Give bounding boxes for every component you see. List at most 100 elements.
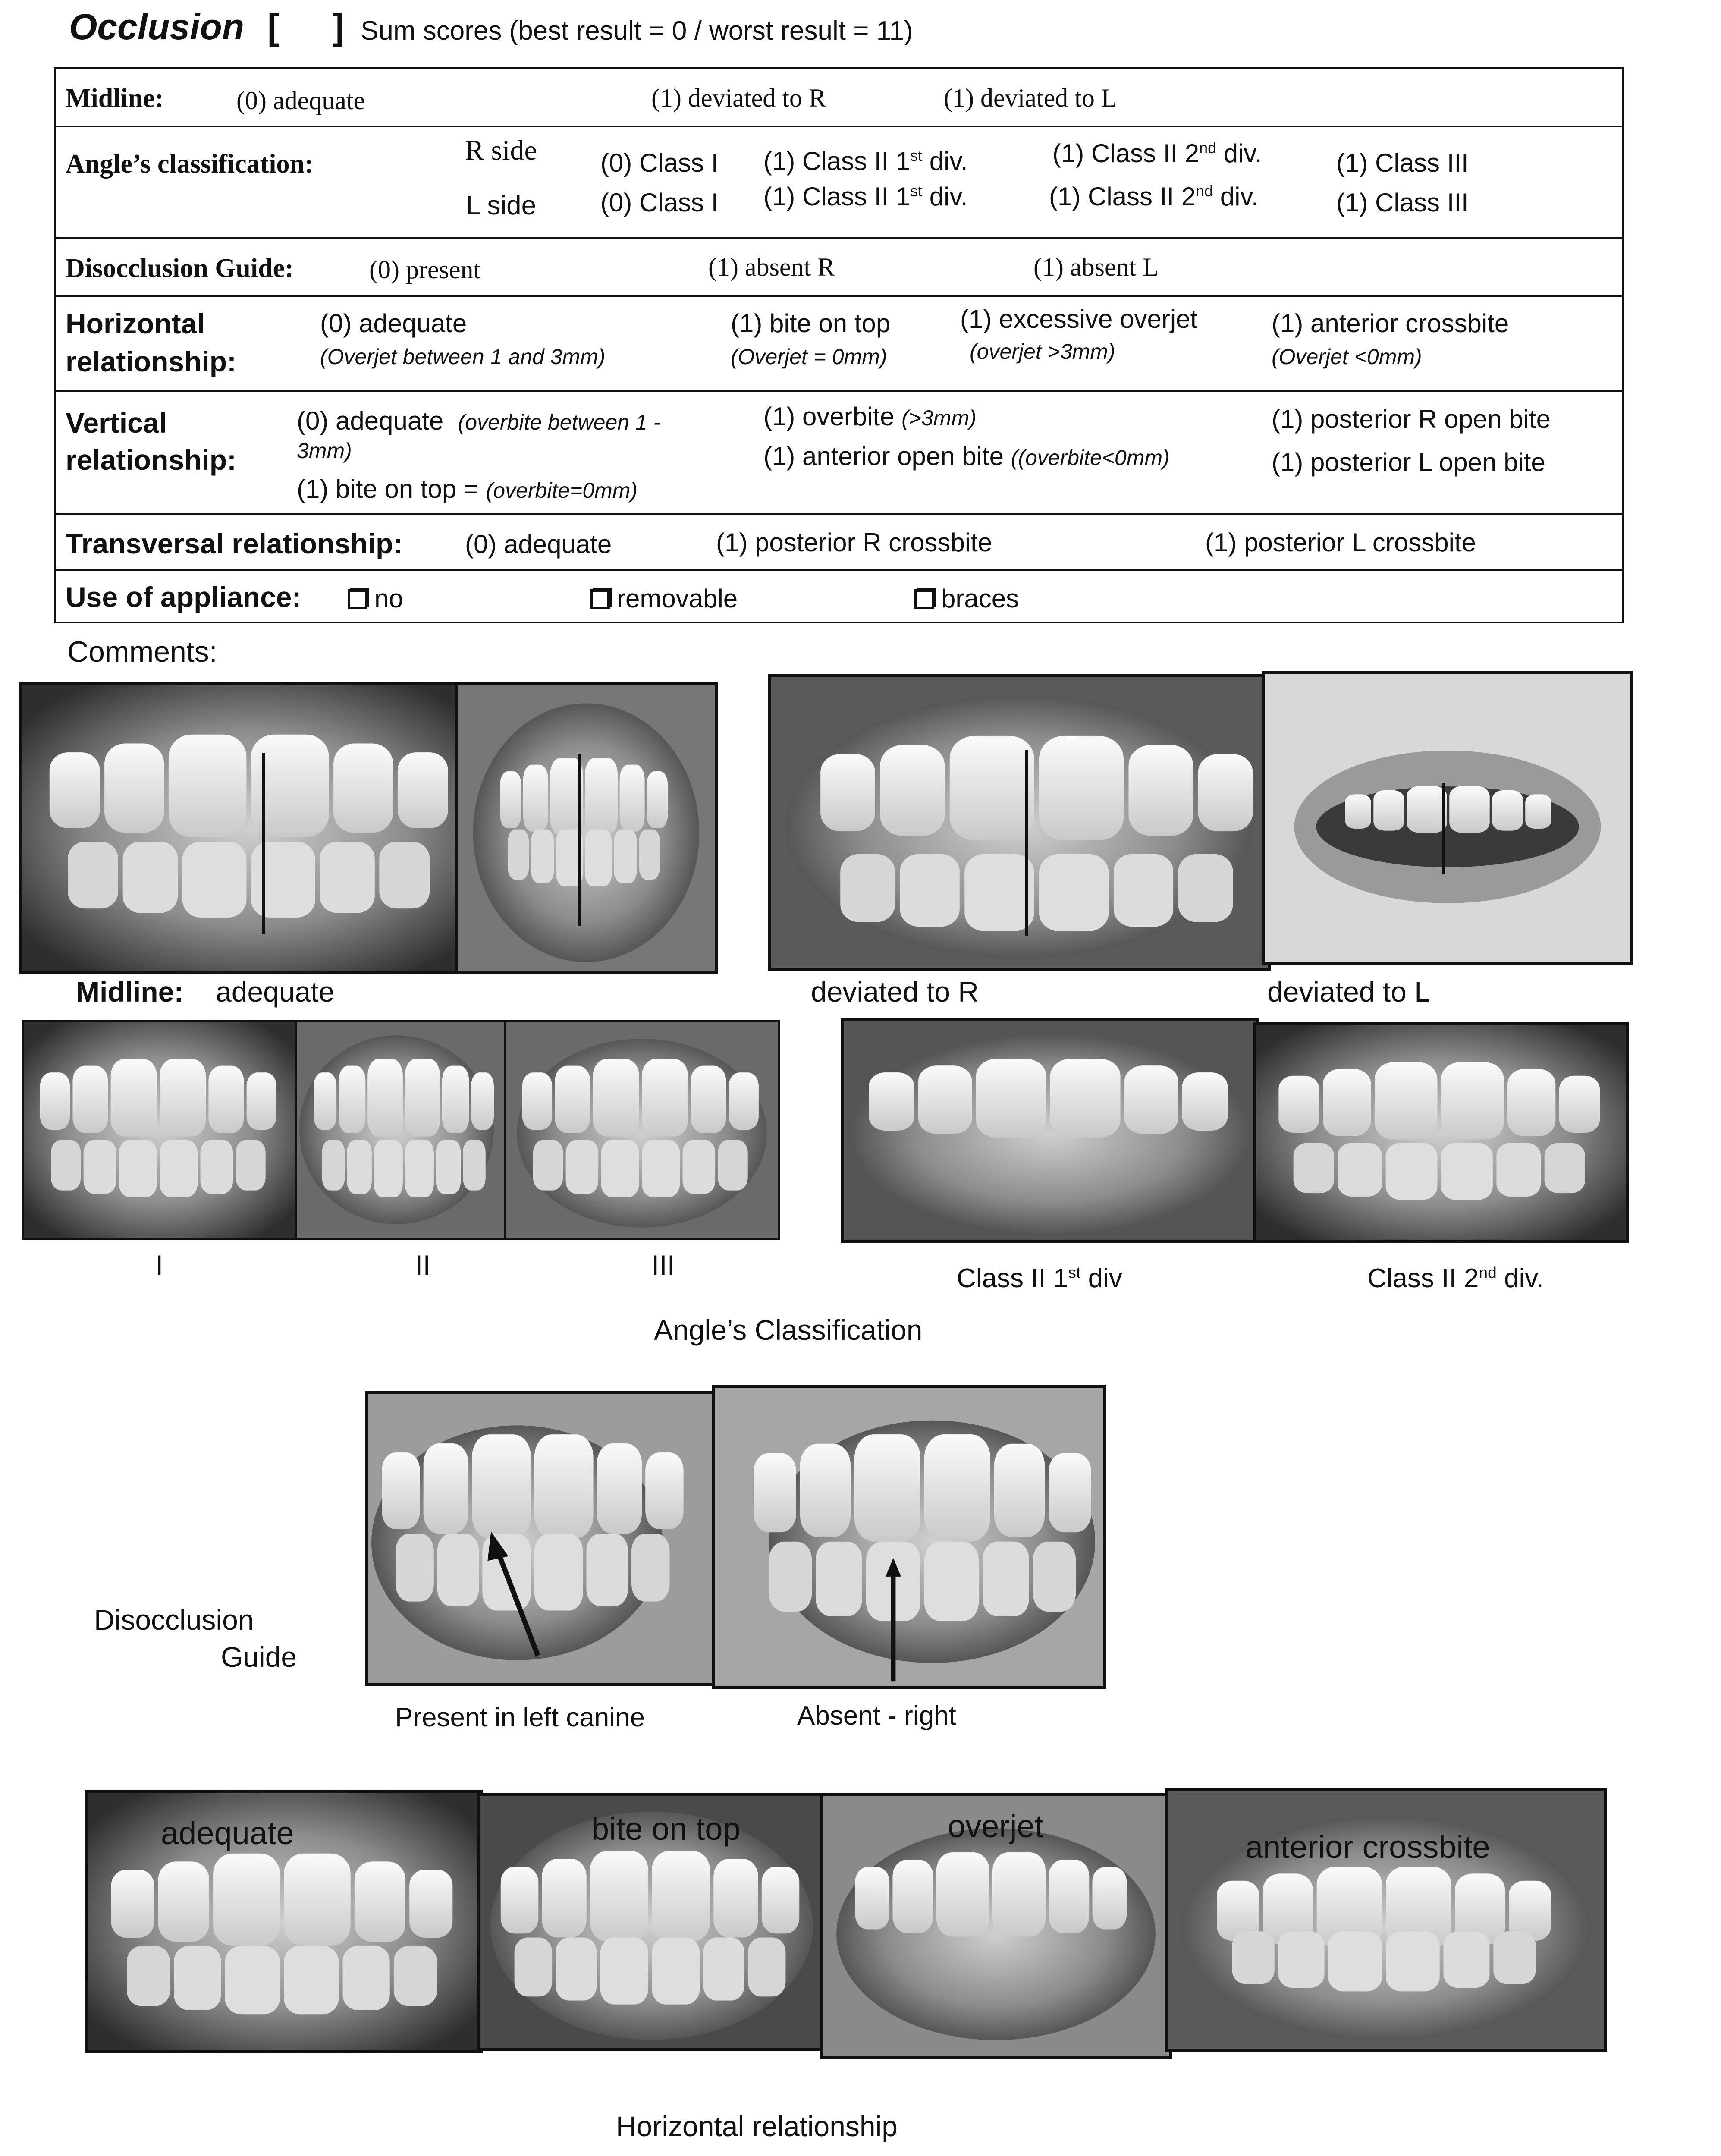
midline-option-deviated-l: (1) deviated to L (944, 84, 1117, 112)
label-bite-on-top: bite on top (591, 1811, 741, 1847)
vertical-label-line1: Vertical (66, 407, 167, 439)
checkbox-no[interactable] (348, 589, 367, 609)
appliance-option-no[interactable]: no (348, 584, 403, 613)
disocclusion-label: Disocclusion Guide: (66, 254, 294, 283)
midline-marker (1025, 750, 1028, 936)
score-bracket-open: [ (267, 6, 280, 47)
angle-r-side-label: R side (465, 135, 537, 166)
angle-r-class2-div1: (1) Class II 1st div. (763, 147, 968, 176)
row-horizontal-relationship: Horizontal relationship: (0) adequate (O… (56, 297, 1622, 392)
label-anterior-crossbite: anterior crossbite (1245, 1829, 1490, 1865)
caption-disocclusion-present-left: Present in left canine (395, 1703, 645, 1732)
horizontal-note-anterior-crossbite: (Overjet <0mm) (1272, 345, 1422, 369)
caption-angle-class-ii-div2: Class II 2nd div. (1367, 1263, 1544, 1293)
caption-angle-class-ii-div1: Class II 1st div (957, 1263, 1122, 1293)
photo-horizontal-bite-on-top: bite on top (477, 1793, 826, 2051)
occlusion-form-table: Midline: (0) adequate (1) deviated to R … (54, 67, 1624, 623)
vertical-option-bite-on-top: (1) bite on top = (overbite=0mm) (297, 475, 638, 503)
vertical-label-line2: relationship: (66, 444, 237, 476)
photo-midline-deviated-r (768, 674, 1271, 971)
photo-midline-adequate-front (19, 682, 483, 974)
midline-option-adequate: (0) adequate (236, 86, 365, 115)
caption-midline-label: Midline: (76, 976, 184, 1008)
row-angle-classification: Angle’s classification: R side L side (0… (56, 127, 1622, 239)
row-use-of-appliance: Use of appliance: no removable braces (56, 571, 1622, 623)
row-transversal-relationship: Transversal relationship: (0) adequate (… (56, 515, 1622, 571)
photo-horizontal-anterior-crossbite: anterior crossbite (1165, 1788, 1607, 2052)
horizontal-option-anterior-crossbite: (1) anterior crossbite (1272, 309, 1509, 338)
caption-midline-deviated-r: deviated to R (811, 976, 979, 1008)
vertical-option-anterior-open-bite: (1) anterior open bite ((overbite<0mm) (763, 442, 1170, 471)
label-adequate: adequate (161, 1815, 294, 1851)
angle-l-class3: (1) Class III (1336, 188, 1469, 217)
photo-midline-adequate-child (455, 682, 718, 974)
disocclusion-option-absent-l: (1) absent L (1033, 253, 1159, 281)
angle-l-side-label: L side (466, 191, 537, 220)
row-vertical-relationship: Vertical relationship: (0) adequate (ove… (56, 392, 1622, 515)
photo-horizontal-overjet: overjet (820, 1793, 1172, 2059)
midline-label: Midline: (66, 84, 164, 113)
transversal-option-adequate: (0) adequate (465, 530, 612, 559)
midline-marker (262, 753, 265, 934)
comments-label: Comments: (67, 635, 217, 668)
section-title-horizontal-relationship: Horizontal relationship (616, 2110, 898, 2142)
horizontal-note-bite-on-top: (Overjet = 0mm) (731, 345, 887, 369)
vertical-option-posterior-l-open-bite: (1) posterior L open bite (1272, 448, 1545, 477)
angle-r-class2-div2: (1) Class II 2nd div. (1052, 139, 1262, 168)
caption-angle-ii: II (415, 1249, 431, 1281)
photo-angle-class-ii-div2 (1253, 1022, 1629, 1243)
angle-l-class1: (0) Class I (600, 188, 719, 217)
horizontal-label-line1: Horizontal (66, 308, 205, 339)
photo-angle-class-ii-div1 (841, 1018, 1259, 1243)
photo-midline-deviated-l (1262, 671, 1633, 965)
angle-l-class2-div1: (1) Class II 1st div. (763, 182, 968, 211)
caption-midline-deviated-l: deviated to L (1267, 976, 1430, 1008)
caption-angle-i: I (155, 1249, 163, 1281)
appliance-label: Use of appliance: (66, 581, 301, 613)
horizontal-option-excessive-overjet: (1) excessive overjet (960, 305, 1198, 333)
section-title-angle-classification: Angle’s Classification (654, 1314, 923, 1346)
photo-disocclusion-present-left (365, 1391, 718, 1686)
horizontal-label-line2: relationship: (66, 346, 237, 377)
checkbox-removable[interactable] (590, 589, 610, 609)
photo-angle-class-iii (504, 1020, 780, 1240)
page-title: Occlusion (69, 6, 245, 47)
appliance-option-braces[interactable]: braces (914, 584, 1019, 613)
caption-angle-iii: III (651, 1249, 675, 1281)
horizontal-option-adequate: (0) adequate (320, 309, 467, 338)
caption-disocclusion-absent-right: Absent - right (797, 1701, 956, 1731)
angle-r-class1: (0) Class I (600, 148, 719, 177)
angle-l-class2-div2: (1) Class II 2nd div. (1049, 182, 1259, 211)
photo-disocclusion-absent-right (712, 1385, 1106, 1689)
midline-marker (1442, 783, 1445, 874)
row-disocclusion-guide: Disocclusion Guide: (0) present (1) abse… (56, 239, 1622, 297)
horizontal-note-excessive-overjet: (overjet >3mm) (970, 339, 1115, 364)
disocclusion-guide-label-line1: Disocclusion (94, 1604, 254, 1636)
transversal-label: Transversal relationship: (66, 528, 403, 559)
disocclusion-option-absent-r: (1) absent R (708, 253, 835, 281)
horizontal-option-bite-on-top: (1) bite on top (731, 309, 891, 338)
disocclusion-option-present: (0) present (369, 255, 481, 284)
angle-r-class3: (1) Class III (1336, 148, 1469, 177)
vertical-option-adequate: (0) adequate (overbite between 1 - (297, 406, 661, 435)
caption-midline-adequate: adequate (216, 976, 335, 1008)
score-bracket-close: ] (332, 6, 344, 47)
vertical-option-overbite: (1) overbite (>3mm) (763, 402, 977, 431)
checkbox-braces[interactable] (914, 589, 934, 609)
label-overjet: overjet (948, 1808, 1044, 1844)
disocclusion-guide-label-line2: Guide (221, 1641, 297, 1673)
appliance-option-removable[interactable]: removable (590, 584, 738, 613)
photo-angle-class-i (22, 1020, 298, 1240)
midline-marker (578, 754, 581, 926)
angle-label: Angle’s classification: (66, 149, 314, 179)
midline-option-deviated-r: (1) deviated to R (651, 84, 826, 112)
row-midline: Midline: (0) adequate (1) deviated to R … (56, 69, 1622, 127)
transversal-option-posterior-l-crossbite: (1) posterior L crossbite (1205, 528, 1476, 557)
vertical-note-adequate-cont: 3mm) (297, 439, 352, 463)
transversal-option-posterior-r-crossbite: (1) posterior R crossbite (716, 528, 992, 557)
photo-horizontal-adequate: adequate (85, 1790, 483, 2053)
sum-scores-note: Sum scores (best result = 0 / worst resu… (361, 16, 913, 46)
vertical-option-posterior-r-open-bite: (1) posterior R open bite (1272, 405, 1551, 434)
horizontal-note-adequate: (Overjet between 1 and 3mm) (320, 345, 606, 369)
photo-angle-class-ii (295, 1020, 506, 1240)
